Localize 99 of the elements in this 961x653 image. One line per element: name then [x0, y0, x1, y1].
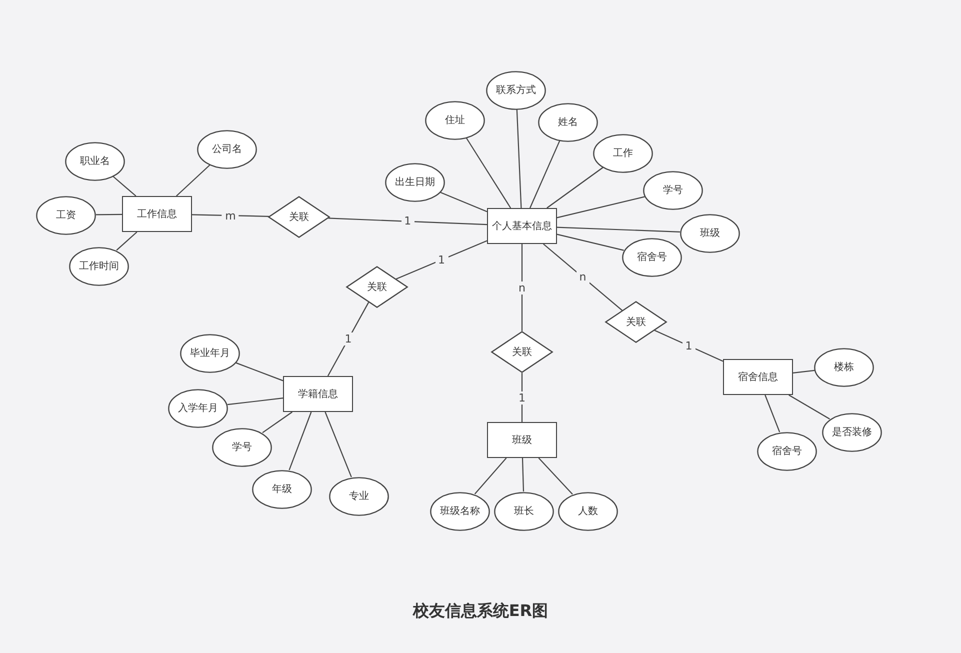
attribute-ellipse [643, 170, 703, 210]
entity-rect [283, 376, 353, 412]
attribute-ellipse [486, 70, 546, 110]
node-text: 毕业年月 [190, 346, 230, 360]
attribute-ellipse [385, 162, 445, 202]
connector-line [112, 176, 136, 196]
node-text: 宿舍号 [637, 250, 667, 264]
relationship-diamond [346, 266, 408, 308]
connector-line [192, 214, 269, 217]
entity-rect [723, 359, 793, 395]
connector-line [440, 192, 488, 212]
node-text: 工作时间 [79, 260, 119, 273]
node-text: 楼栋 [834, 360, 854, 374]
diagram-title: 校友信息系统ER图 [412, 601, 548, 622]
connector-line [792, 370, 815, 374]
connector-line [262, 412, 293, 434]
node-text: 关联 [626, 316, 646, 329]
connector-line [654, 330, 724, 362]
connector-line [556, 226, 680, 232]
node-text: 专业 [349, 490, 369, 503]
attribute-ellipse [212, 428, 272, 466]
connector-line [556, 234, 624, 251]
connector-line [288, 412, 312, 470]
node-text: 关联 [512, 346, 532, 359]
relationship-diamond [605, 301, 667, 343]
attribute-ellipse [69, 246, 129, 286]
node-text: 关联 [367, 280, 387, 294]
node-text: 是否装修 [832, 426, 872, 439]
connector-line [396, 240, 488, 280]
node-text: 年级 [272, 483, 292, 496]
attribute-ellipse [65, 142, 125, 180]
node-text: 联系方式 [496, 84, 536, 97]
relationship-diamond [491, 331, 553, 373]
node-text: 宿舍号 [772, 444, 802, 458]
node-text: 人数 [578, 505, 598, 518]
node-text: 关联 [289, 210, 309, 224]
node-text: 学号 [232, 441, 252, 454]
connector-line [474, 458, 507, 494]
connector-line [516, 109, 522, 208]
cardinality-label: n [576, 270, 590, 284]
node-text: 宿舍信息 [738, 370, 778, 384]
cardinality-label: 1 [342, 332, 355, 346]
attribute-ellipse [425, 100, 485, 140]
attribute-ellipse [538, 102, 598, 142]
connector-line [327, 302, 370, 376]
cardinality-label: 1 [682, 339, 696, 352]
connector-line [543, 244, 623, 311]
relationship-diamond [268, 196, 330, 238]
node-text: 住址 [445, 114, 465, 127]
entity-rect [122, 196, 192, 232]
attribute-ellipse [593, 134, 653, 172]
node-text: 工作信息 [137, 208, 177, 221]
connector-line [324, 412, 352, 478]
node-text: 工作 [613, 147, 633, 160]
node-text: 班级 [700, 226, 720, 240]
attribute-ellipse [252, 470, 312, 508]
connector-line [116, 232, 138, 251]
node-text: 姓名 [558, 116, 578, 129]
connector-line [538, 458, 573, 495]
connector-line [227, 398, 284, 406]
connector-line [764, 394, 780, 432]
connector-line [176, 164, 210, 196]
connector-line [466, 138, 512, 208]
node-text: 个人基本信息 [492, 220, 552, 233]
node-text: 学籍信息 [298, 388, 338, 401]
attribute-ellipse [558, 492, 618, 530]
connector-line [522, 458, 524, 492]
node-text: 班级名称 [440, 504, 480, 518]
connector-line [530, 140, 560, 208]
entity-rect [487, 208, 557, 244]
attribute-ellipse [680, 214, 740, 252]
node-text: 职业名 [80, 154, 110, 168]
connector-line [521, 244, 523, 331]
connector-line [788, 394, 830, 420]
node-text: 班级 [512, 434, 532, 447]
node-text: 班长 [514, 504, 534, 518]
attribute-ellipse [36, 196, 96, 234]
attribute-ellipse [180, 334, 240, 372]
node-text: 工资 [56, 209, 76, 222]
node-text: 学号 [663, 184, 683, 197]
attribute-ellipse [168, 388, 228, 428]
attribute-ellipse [494, 492, 554, 530]
attribute-ellipse [197, 130, 257, 168]
attribute-ellipse [329, 476, 389, 516]
connector-line [546, 167, 604, 208]
connector-line [328, 218, 488, 226]
connector-line [96, 214, 122, 216]
connector-line [556, 196, 645, 218]
attribute-ellipse [430, 492, 490, 530]
node-text: 出生日期 [395, 176, 435, 189]
attribute-ellipse [757, 432, 817, 470]
node-text: 公司名 [212, 143, 242, 156]
attribute-ellipse [622, 238, 682, 276]
cardinality-label: 1 [435, 253, 448, 266]
attribute-ellipse [814, 348, 874, 386]
entity-rect [487, 422, 557, 458]
attribute-ellipse [822, 412, 882, 452]
node-text: 入学年月 [178, 402, 218, 415]
connector-line [236, 362, 284, 382]
